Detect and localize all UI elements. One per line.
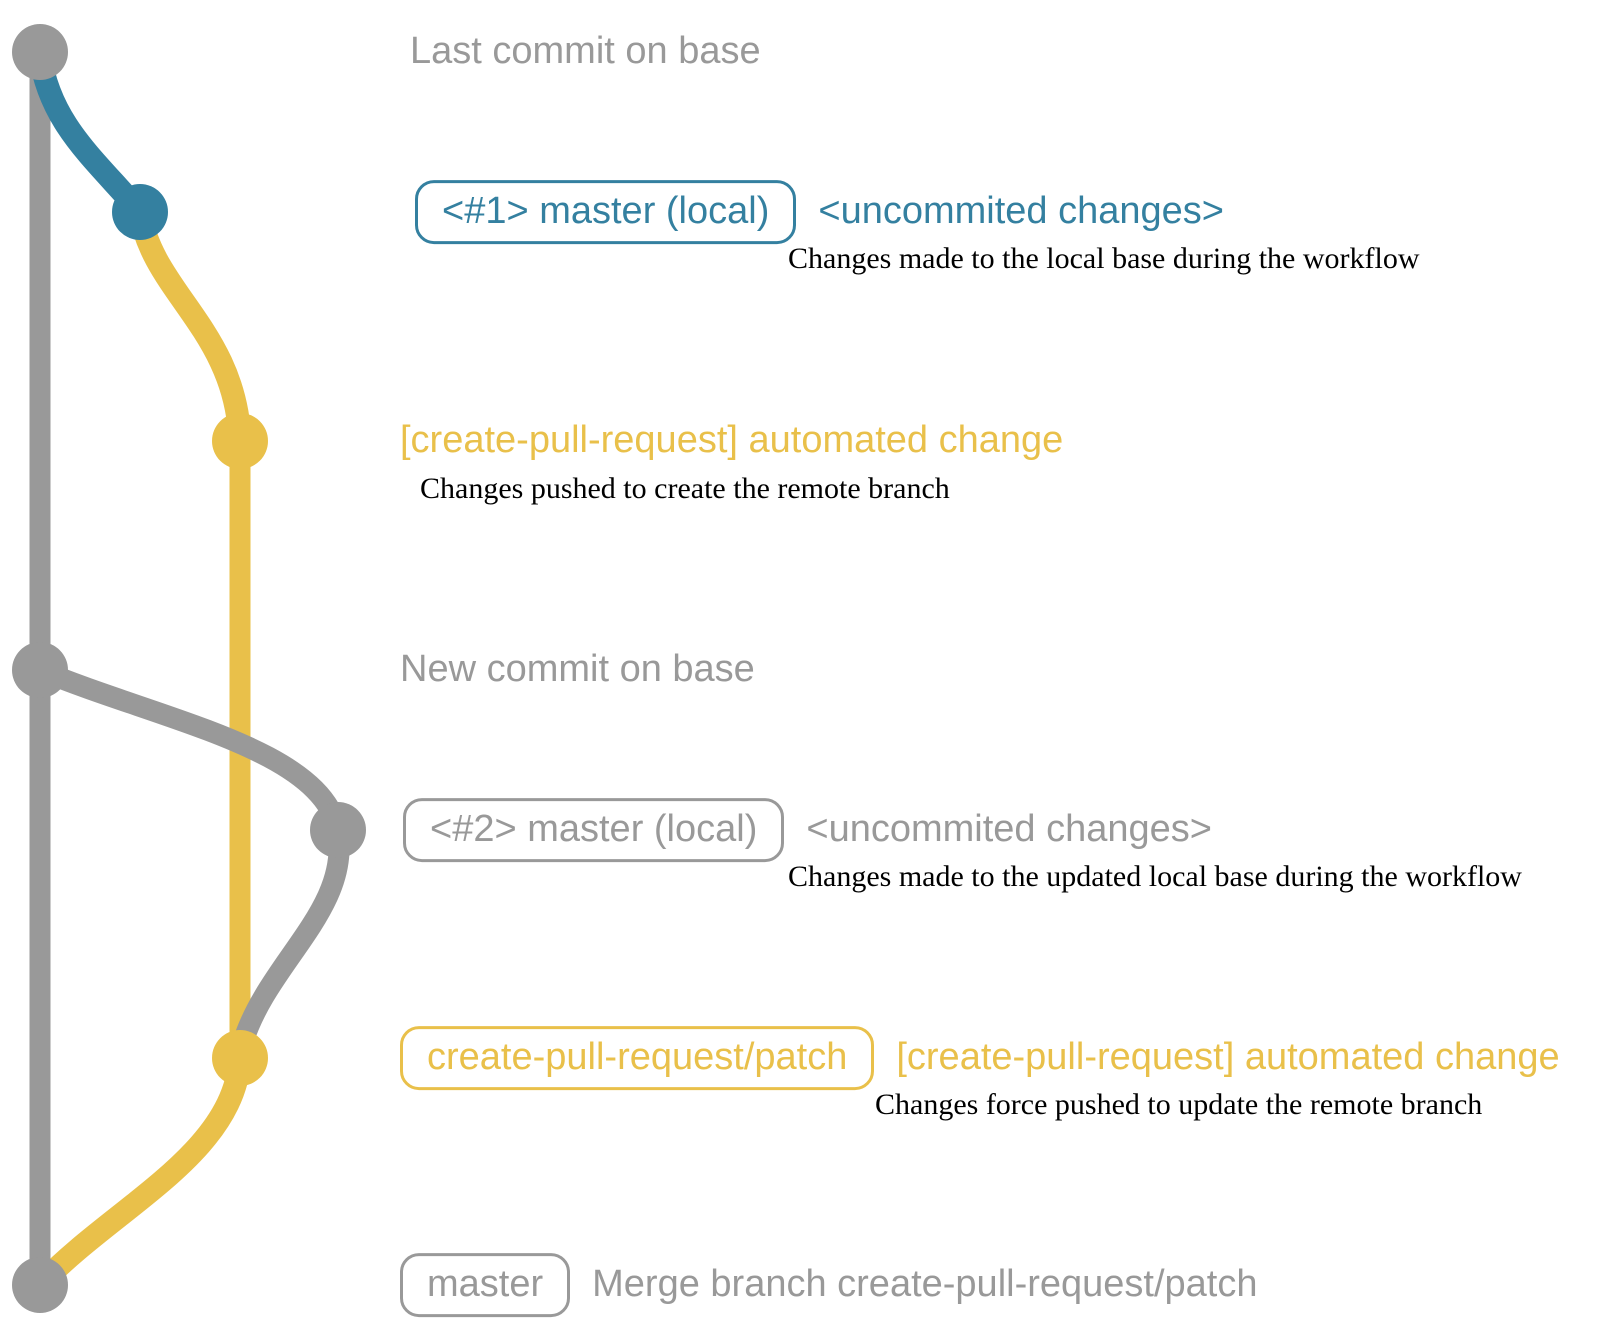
commit-node-merge (12, 1257, 68, 1313)
row-master-local-1: <#1> master (local) <uncommited changes> (415, 180, 1224, 244)
branch-box-master: master (400, 1253, 571, 1317)
row-merge-master: master Merge branch create-pull-request/… (400, 1253, 1258, 1317)
note-pushed-remote: Changes pushed to create the remote bran… (420, 472, 950, 505)
automated-change-label-1: [create-pull-request] automated change (400, 419, 1064, 462)
uncommitted-changes-tag-1: <uncommited changes> (818, 190, 1224, 233)
patch-branch-merge-curve (28, 1046, 252, 1297)
branch-box-master-local-2: <#2> master (local) (403, 798, 785, 862)
row-create-pull-request-patch: create-pull-request/patch [create-pull-r… (400, 1026, 1560, 1090)
updated-local-branch-curve (29, 659, 349, 841)
merge-branch-label: Merge branch create-pull-request/patch (592, 1263, 1258, 1306)
branch-box-patch: create-pull-request/patch (400, 1026, 875, 1090)
note-local-changes-1: Changes made to the local base during th… (788, 242, 1420, 275)
uncommitted-changes-tag-2: <uncommited changes> (806, 808, 1212, 851)
last-commit-label: Last commit on base (410, 30, 761, 73)
force-push-curve (232, 821, 350, 1053)
patch-branch-curve-top (128, 200, 252, 453)
row-last-commit-on-base: Last commit on base (410, 30, 761, 74)
new-commit-label: New commit on base (400, 648, 755, 691)
commit-node-local-1 (112, 184, 168, 240)
row-master-local-2: <#2> master (local) <uncommited changes> (403, 798, 1212, 862)
commit-node-patch-2 (212, 1030, 268, 1086)
row-automated-change-1: [create-pull-request] automated change (400, 419, 1063, 463)
note-local-changes-2: Changes made to the updated local base d… (788, 860, 1522, 893)
note-force-pushed: Changes force pushed to update the remot… (875, 1088, 1483, 1121)
commit-node-patch-1 (212, 413, 268, 469)
commit-node-new-base (12, 642, 68, 698)
commit-node-local-2 (310, 802, 366, 858)
row-new-commit-on-base: New commit on base (400, 648, 755, 692)
automated-change-label-2: [create-pull-request] automated change (896, 1036, 1560, 1079)
commit-node-last-base (12, 24, 68, 80)
branch-box-master-local-1: <#1> master (local) (415, 180, 797, 244)
